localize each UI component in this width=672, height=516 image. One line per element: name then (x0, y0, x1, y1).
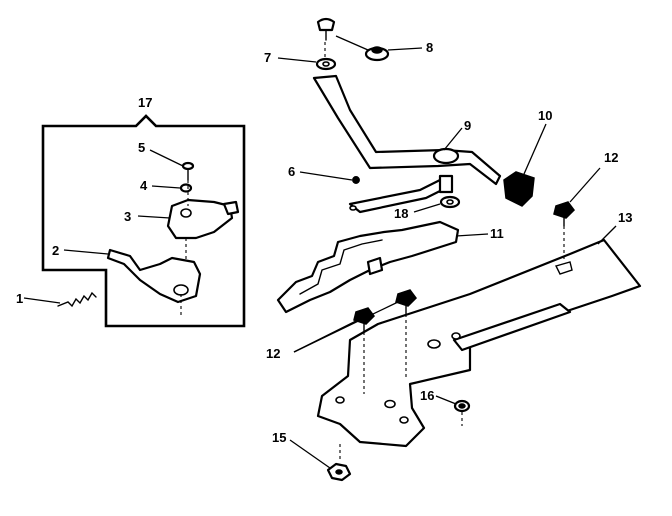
callout-10: 10 (538, 108, 552, 123)
nut-16-part (435, 395, 471, 426)
callout-6: 6 (288, 164, 295, 179)
main-arm-part (312, 42, 502, 186)
callout-11: 11 (490, 226, 504, 241)
callout-5: 5 (138, 140, 145, 155)
slide-arm-part (348, 174, 454, 214)
washer-part (151, 183, 193, 193)
callout-1: 1 (16, 291, 23, 306)
toothed-slide-part (276, 220, 489, 314)
callout-17: 17 (138, 95, 152, 110)
base-plate-part (316, 225, 642, 448)
leader-12b (293, 301, 399, 353)
callout-18: 18 (394, 206, 408, 221)
callout-4: 4 (140, 178, 148, 193)
spacer-washer-part (413, 195, 461, 213)
callout-9: 9 (464, 118, 471, 133)
callout-3: 3 (124, 209, 131, 224)
spring-part (23, 291, 97, 308)
callout-16: 16 (420, 388, 434, 403)
callout-15: 15 (272, 430, 286, 445)
lever-plate-part (63, 248, 202, 318)
callout-13: 13 (618, 210, 632, 225)
arm-nut-part (335, 35, 423, 62)
screw-12-right (553, 167, 601, 262)
callout-7: 7 (264, 50, 271, 65)
callout-8: 8 (426, 40, 433, 55)
callout-2: 2 (52, 243, 59, 258)
callout-12-left: 12 (266, 346, 280, 361)
rivet-part (299, 171, 360, 184)
screw-12-left-b (395, 289, 417, 380)
kit-outline (41, 114, 246, 328)
top-pin (316, 17, 336, 41)
knob-part (503, 123, 547, 207)
callout-12-right: 12 (604, 150, 618, 165)
screw-part (149, 149, 195, 206)
screw-12-left-a (353, 307, 375, 394)
hex-nut-part (289, 439, 352, 482)
arm-washer-part (277, 57, 337, 71)
bracket-part (137, 198, 240, 262)
